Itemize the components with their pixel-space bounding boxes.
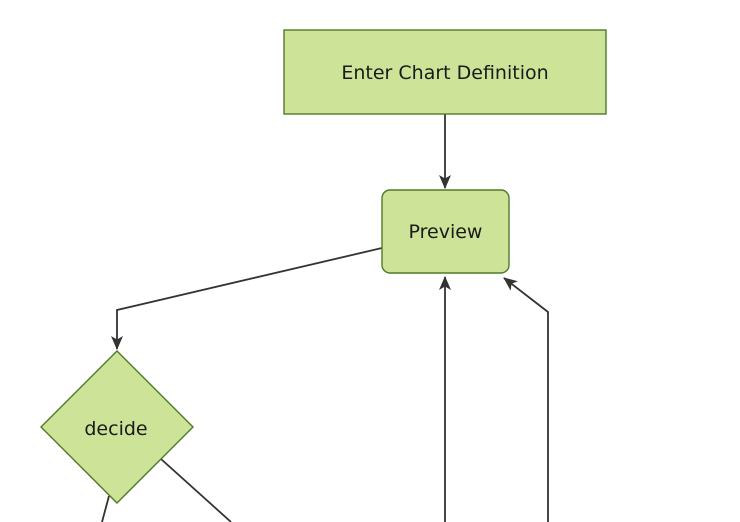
enter-chart-definition-label: Enter Chart Definition [341, 62, 548, 84]
preview-label: Preview [409, 221, 483, 243]
enter-chart-definition-shape [283, 29, 607, 115]
preview-shape [381, 189, 510, 274]
edge-offscreen-bottom-right-to-preview [503, 277, 549, 522]
edge-decide-to-offscreen-bottom-left [101, 495, 110, 522]
node-decide: decide [40, 350, 194, 504]
node-enter-chart-definition: Enter Chart Definition [283, 29, 607, 115]
decide-label: decide [84, 418, 147, 440]
decide-shape [40, 350, 194, 504]
edge-preview-to-decide [111, 247, 383, 350]
edge-decide-to-offscreen-bottom-right [160, 458, 232, 522]
node-preview: Preview [381, 189, 510, 274]
